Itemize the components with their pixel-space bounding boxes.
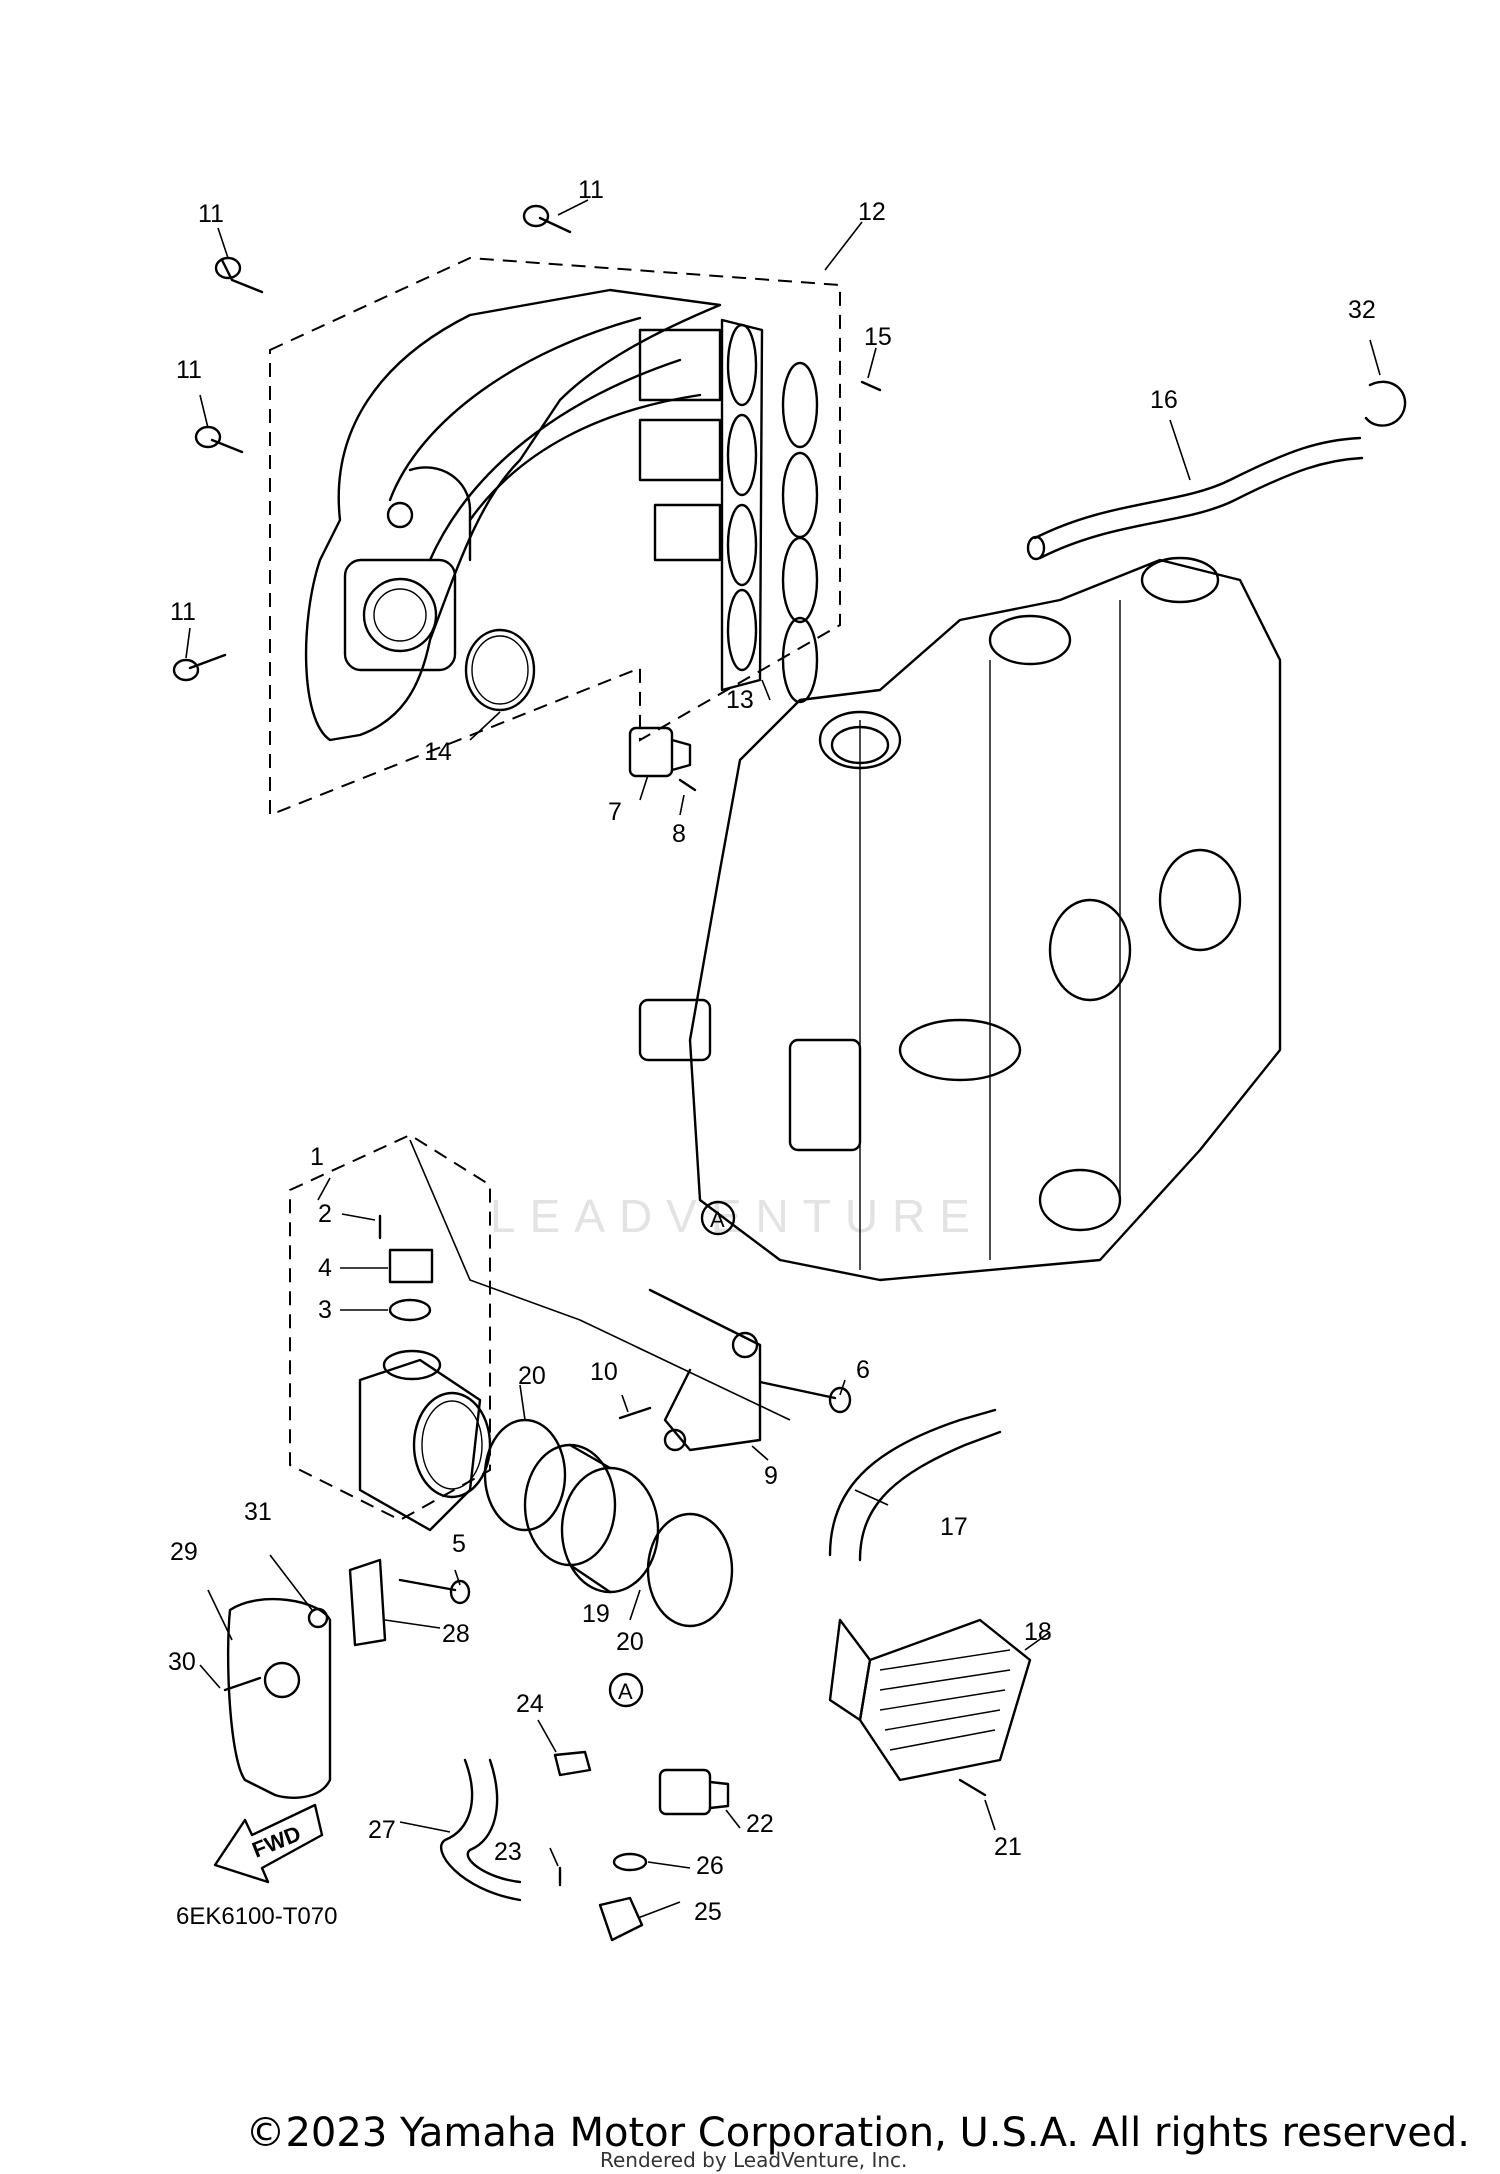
bracket — [648, 1288, 762, 1452]
callout-25: 25 — [694, 1898, 722, 1926]
engine-block — [638, 556, 1282, 1282]
intake-joint — [523, 1443, 660, 1594]
callout-22: 22 — [746, 1810, 774, 1838]
callout-23: 23 — [494, 1838, 522, 1866]
valve — [658, 1768, 730, 1816]
callout-31: 31 — [244, 1498, 272, 1526]
callout-8: 8 — [672, 820, 686, 848]
sensor-o-ring — [388, 1298, 432, 1322]
callout-1: 1 — [310, 1143, 324, 1171]
intake-manifold — [304, 288, 722, 742]
manifold-group-outline — [269, 256, 841, 817]
fwd-label: FWD — [249, 1821, 305, 1863]
throttle-body — [358, 1349, 492, 1532]
leader-lines — [185, 199, 1381, 1919]
svg-text:A: A — [710, 1207, 725, 1232]
fitting — [553, 1750, 592, 1777]
hose-clamp — [646, 1512, 734, 1628]
elbow-fitting — [598, 1896, 644, 1942]
callout-27: 27 — [368, 1816, 396, 1844]
cover — [226, 1597, 332, 1799]
dowel-pin — [860, 380, 882, 392]
fwd-arrow-icon: FWD — [213, 1803, 324, 1884]
callout-11c: 11 — [176, 356, 202, 384]
callout-18: 18 — [1024, 1618, 1052, 1646]
copyright-notice: ©2023 Yamaha Motor Corporation, U.S.A. A… — [245, 2110, 1470, 2156]
plate — [348, 1558, 387, 1647]
hose — [1026, 436, 1364, 561]
callout-29: 29 — [170, 1538, 198, 1566]
bolt — [172, 204, 572, 682]
callout-2: 2 — [318, 1200, 332, 1228]
callout-labels: 1 2 3 4 5 6 7 8 9 10 11 11 11 11 12 13 1… — [168, 176, 1376, 1926]
callout-15: 15 — [864, 323, 892, 351]
drawing-code: 6EK6100-T070 — [176, 1903, 337, 1930]
callout-4: 4 — [318, 1254, 332, 1282]
callout-5: 5 — [452, 1530, 466, 1558]
throttle-sensor — [388, 1248, 434, 1284]
callout-32: 32 — [1348, 296, 1376, 324]
manifold-seal-ring — [781, 361, 819, 704]
callout-30: 30 — [168, 1648, 196, 1676]
callout-9: 9 — [764, 1462, 778, 1490]
callout-16: 16 — [1150, 386, 1178, 414]
reference-marker: A — [700, 1200, 736, 1236]
callout-13: 13 — [726, 686, 754, 714]
callout-6: 6 — [856, 1356, 870, 1384]
bracket-bolt — [618, 1406, 652, 1420]
hose-clip — [1364, 380, 1407, 427]
callout-24: 24 — [516, 1690, 544, 1718]
callout-26: 26 — [696, 1852, 724, 1880]
intake-silencer — [828, 1618, 1032, 1782]
rendered-by-notice: Rendered by LeadVenture, Inc. — [600, 2148, 908, 2172]
callout-21: 21 — [994, 1833, 1022, 1861]
throttle-group-outline — [289, 1133, 491, 1522]
map-sensor — [628, 726, 692, 778]
silencer-bolt — [958, 1778, 987, 1797]
callout-20b: 20 — [616, 1628, 644, 1656]
breather-hose — [828, 1408, 997, 1557]
screw — [678, 778, 697, 792]
callout-19: 19 — [582, 1600, 610, 1628]
callout-7: 7 — [608, 798, 622, 826]
callout-12: 12 — [858, 198, 886, 226]
callout-11b: 11 — [578, 176, 604, 204]
watermark: LEADVENTURE — [490, 1190, 984, 1242]
callout-14: 14 — [424, 738, 452, 766]
callout-3: 3 — [318, 1296, 332, 1324]
callout-17: 17 — [940, 1513, 968, 1541]
o-ring — [612, 1852, 648, 1872]
bolt — [223, 1676, 262, 1692]
callout-28: 28 — [442, 1620, 470, 1648]
hose — [439, 1758, 522, 1902]
callout-11d: 11 — [170, 598, 196, 626]
bolt-long — [758, 1380, 837, 1400]
bolt — [398, 1578, 457, 1592]
callout-11a: 11 — [198, 200, 224, 228]
callout-20a: 20 — [518, 1362, 546, 1390]
svg-text:A: A — [618, 1679, 633, 1704]
o-ring — [464, 628, 536, 712]
manifold-gasket — [720, 318, 764, 692]
reference-marker: A — [608, 1672, 644, 1708]
callout-10: 10 — [590, 1358, 618, 1386]
